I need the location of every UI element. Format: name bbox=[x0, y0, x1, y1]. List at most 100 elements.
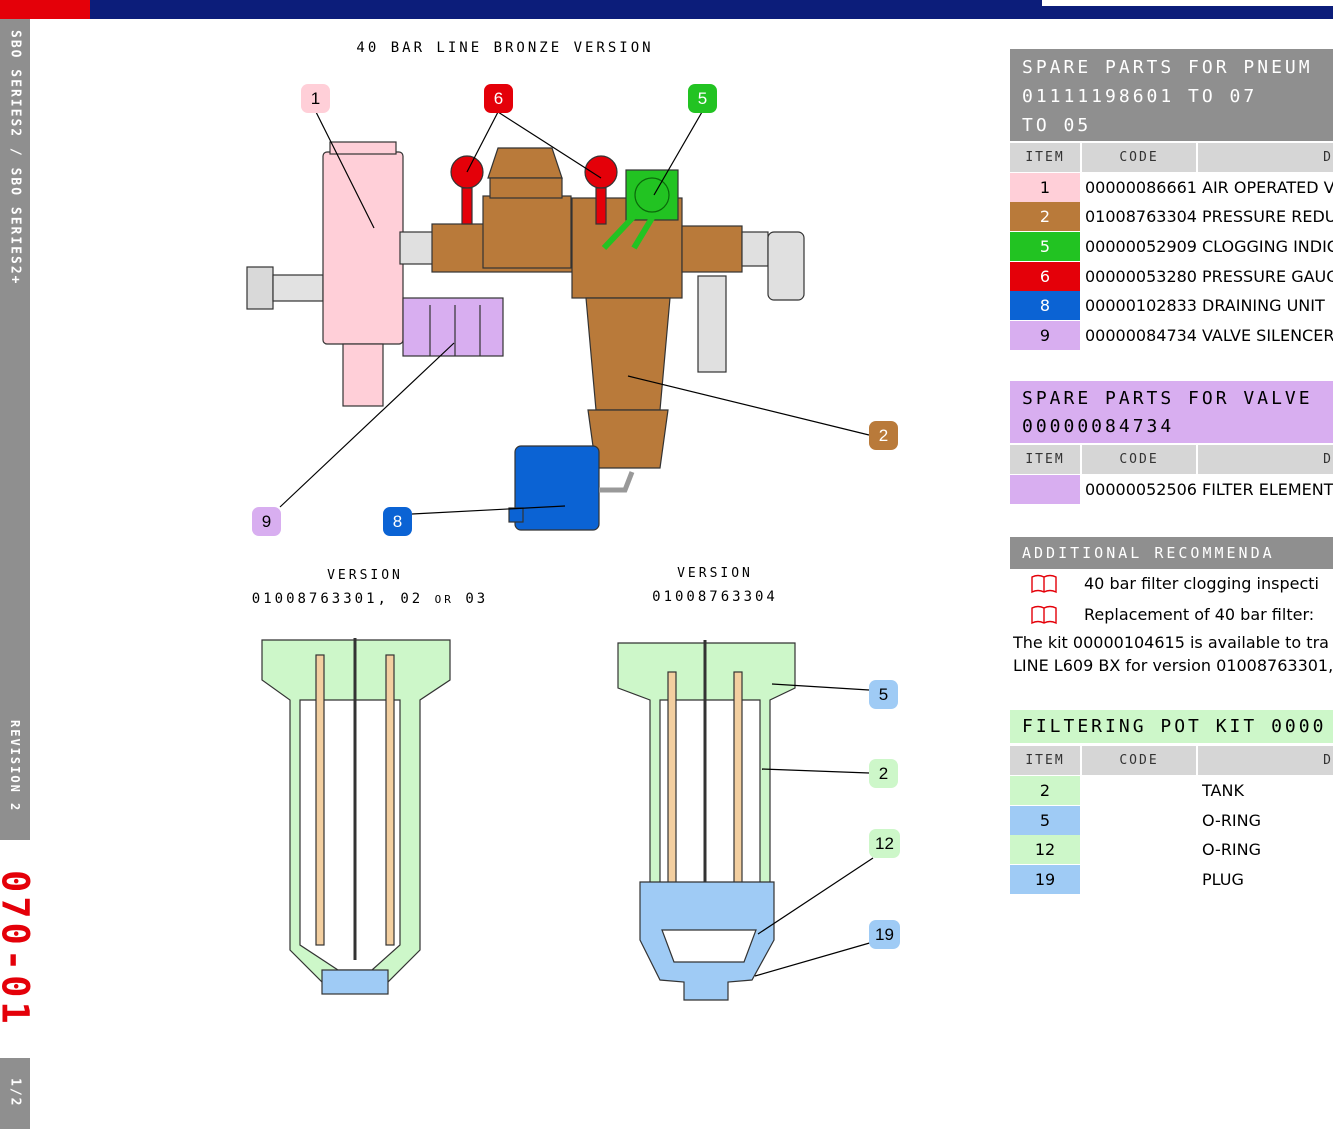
table2-col-desc: D bbox=[1198, 445, 1333, 474]
manual-book-icon bbox=[1031, 605, 1057, 625]
leader-6b bbox=[497, 111, 602, 179]
table2-title-line1: SPARE PARTS FOR VALVE bbox=[1022, 388, 1313, 409]
callout-9: 9 bbox=[252, 507, 281, 536]
recommendation-item-1: 40 bar filter clogging inspecti bbox=[1084, 574, 1319, 593]
table1-row-code: 00000052909 bbox=[1085, 237, 1197, 256]
table1-header: SPARE PARTS FOR PNEUM 01111198601 TO 07 … bbox=[1010, 49, 1333, 141]
table2-row-item bbox=[1010, 475, 1080, 504]
left-version-title: VERSION bbox=[327, 568, 403, 583]
table1-row-item: 1 bbox=[1010, 173, 1080, 202]
table3-row-code bbox=[1084, 835, 1198, 864]
table1-row-desc: CLOGGING INDIC bbox=[1202, 237, 1333, 256]
table1-row-desc: PRESSURE REDU bbox=[1202, 207, 1333, 226]
leader-6a bbox=[466, 111, 499, 173]
leader-c12 bbox=[757, 857, 874, 935]
clogging-indicator-dial bbox=[634, 177, 670, 213]
table2-title-line2: 00000084734 bbox=[1022, 416, 1175, 437]
table2-col-code: CODE bbox=[1082, 445, 1196, 474]
header-navy-bar bbox=[90, 0, 1333, 19]
drain-pipe bbox=[599, 471, 635, 493]
left-version-codes: 01008763301, 02 OR 03 bbox=[220, 591, 520, 607]
pressure-reducer-top bbox=[487, 147, 563, 179]
sidebar-page-strip bbox=[0, 1058, 30, 1129]
main-figure-title: 40 BAR LINE BRONZE VERSION bbox=[356, 40, 654, 56]
filter-pot bbox=[585, 297, 671, 411]
callout-2: 2 bbox=[869, 421, 898, 450]
left-cutaway-interior bbox=[299, 699, 401, 971]
table2-col-item: ITEM bbox=[1010, 445, 1080, 474]
table3-header: FILTERING POT KIT 0000 bbox=[1010, 710, 1333, 743]
table1-row-item: 9 bbox=[1010, 321, 1080, 350]
table1-col-item: ITEM bbox=[1010, 143, 1080, 172]
table1-row-item: 2 bbox=[1010, 202, 1080, 231]
left-plug-body bbox=[272, 274, 324, 302]
table3-col-desc: D bbox=[1198, 746, 1333, 775]
left-version-code-3: 03 bbox=[465, 591, 489, 607]
table1-row-code: 00000102833 bbox=[1085, 296, 1197, 315]
table1-row-code: 00000084734 bbox=[1085, 326, 1197, 345]
air-operated-valve bbox=[322, 151, 404, 345]
sidebar-series-label: SBO SERIES2 / SBO SERIES2+ bbox=[7, 30, 23, 286]
right-version-title: VERSION bbox=[677, 566, 753, 581]
table3-row-item: 2 bbox=[1010, 776, 1080, 805]
table1-title-line1: SPARE PARTS FOR PNEUM bbox=[1022, 57, 1313, 78]
sidebar-revision-strip bbox=[0, 713, 30, 840]
pressure-reducer-head bbox=[482, 195, 572, 269]
left-plug-hex bbox=[246, 266, 274, 310]
table2-row-desc: FILTER ELEMENT bbox=[1202, 480, 1333, 499]
table1-col-code: CODE bbox=[1082, 143, 1196, 172]
manual-book-icon bbox=[1031, 574, 1057, 594]
indicator-tube-1 bbox=[601, 211, 639, 251]
leader-9 bbox=[279, 342, 455, 508]
callout-1: 1 bbox=[301, 84, 330, 113]
page-number: 1/2 bbox=[7, 1077, 23, 1108]
table1-row-code: 00000053280 bbox=[1085, 267, 1197, 286]
callout-5: 5 bbox=[688, 84, 717, 113]
left-filter-element-wall bbox=[315, 654, 325, 946]
pressure-gauge-right bbox=[584, 155, 618, 189]
left-filter-element-wall bbox=[385, 654, 395, 946]
recommendation-note-line2: LINE L609 BX for version 01008763301, bbox=[1013, 656, 1333, 675]
table3-row-code bbox=[1084, 776, 1198, 805]
table1-row-code: 00000086661 bbox=[1085, 178, 1197, 197]
table2-row: 00000052506 FILTER ELEMENT bbox=[1010, 475, 1333, 504]
table3-row-desc: O-RING bbox=[1202, 840, 1262, 859]
table3-row-desc: O-RING bbox=[1202, 811, 1262, 830]
table2-header: SPARE PARTS FOR VALVE 00000084734 bbox=[1010, 381, 1333, 443]
table3-row-code bbox=[1084, 865, 1198, 894]
draining-unit-outlet bbox=[508, 507, 524, 523]
cutaway-callout-2: 2 bbox=[869, 759, 898, 788]
table2-row-code: 00000052506 bbox=[1085, 480, 1197, 499]
assembly-drawing bbox=[246, 111, 874, 1001]
gauge-stem-left bbox=[461, 187, 473, 225]
recommendation-note-line1: The kit 00000104615 is available to tra bbox=[1013, 633, 1329, 652]
table3-row-item: 12 bbox=[1010, 835, 1080, 864]
elbow-fitting bbox=[767, 231, 805, 301]
filter-pot-bottom bbox=[587, 409, 669, 469]
table1-row-item: 8 bbox=[1010, 291, 1080, 320]
gauge-stem-right bbox=[595, 187, 607, 225]
air-operated-valve-stem bbox=[342, 343, 384, 407]
table1-title-line2: 01111198601 TO 07 bbox=[1022, 86, 1258, 107]
callout-6: 6 bbox=[484, 84, 513, 113]
table3-row: 12 O-RING bbox=[1010, 835, 1333, 864]
valve-silencer bbox=[402, 297, 504, 357]
leader-c2 bbox=[761, 768, 870, 774]
table1-row-desc: PRESSURE GAUG bbox=[1202, 267, 1333, 286]
cutaway-callout-12: 12 bbox=[869, 829, 900, 858]
left-version-or: OR bbox=[434, 593, 454, 606]
indicator-tube-2 bbox=[631, 216, 655, 250]
leader-8 bbox=[411, 505, 566, 515]
table3-col-item: ITEM bbox=[1010, 746, 1080, 775]
right-version-code: 01008763304 bbox=[652, 589, 778, 605]
leader-1 bbox=[315, 111, 375, 229]
leader-c5 bbox=[771, 683, 870, 691]
outlet-body bbox=[681, 225, 743, 273]
header-red-bar bbox=[0, 0, 90, 19]
